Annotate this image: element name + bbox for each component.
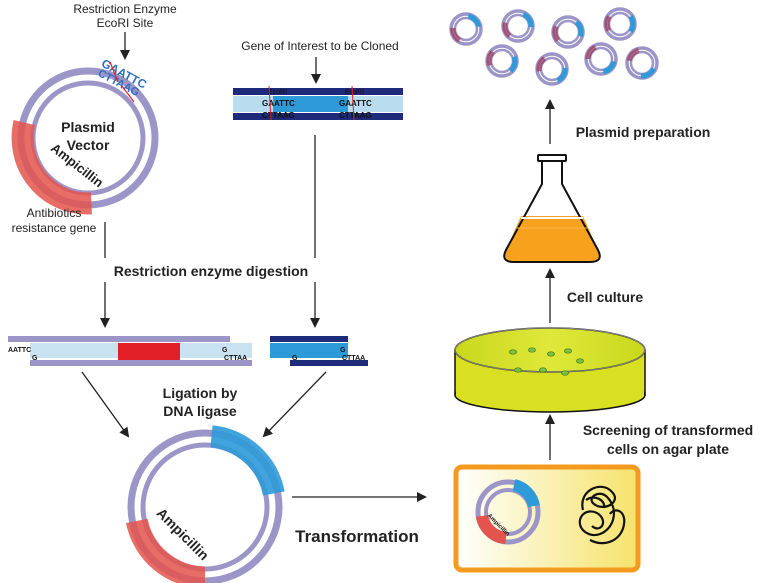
vector-sticky-right-top: G (222, 347, 228, 354)
chromosome-icon (578, 485, 626, 545)
vector-sticky-left-bottom: G (32, 355, 38, 362)
ecori-label-right: EcoRI (345, 89, 364, 96)
restriction-site-label-2: EcoRI Site (97, 16, 154, 30)
plasmid-label-2: Vector (67, 137, 110, 153)
digestion-label: Restriction enzyme digestion (114, 263, 308, 279)
gene-of-interest-dna: EcoRI EcoRI GAATTC CTTAAG GAATTC CTTAAG (233, 85, 403, 121)
ligation-label-2: DNA ligase (163, 403, 237, 419)
transformed-cell: Ampicillin (453, 464, 641, 573)
plasmid-copy (449, 12, 483, 46)
plasmid-copy (551, 15, 585, 49)
gene-site-left-top: GAATTC (262, 99, 295, 108)
plasmid-label-1: Plasmid (61, 119, 115, 135)
ligation-arrow-right (262, 371, 327, 438)
plasmid-copy (485, 44, 519, 78)
ligation-arrow-left (81, 371, 130, 438)
recombinant-plasmid: Ampicillin (126, 425, 285, 583)
plasmid-copy (584, 42, 618, 76)
vector-sticky-right-bottom: CTTAA (224, 355, 247, 362)
cell-culture-label: Cell culture (567, 289, 643, 305)
linearized-vector: AATTC G G CTTAA (8, 336, 252, 366)
agar-plate (454, 327, 646, 413)
restriction-site-label-1: Restriction Enzyme (73, 2, 177, 16)
plasmid-vector: Ampicillin Plasmid Vector GAATTC CTTAAG (11, 56, 159, 215)
transformation-label: Transformation (295, 527, 419, 546)
ecori-label-left: EcoRI (268, 89, 287, 96)
antibiotics-label-1: Antibiotics (27, 206, 82, 220)
flask (503, 154, 601, 263)
vector-sticky-left-top: AATTC (8, 347, 31, 354)
gene-site-right-top: GAATTC (339, 99, 372, 108)
plasmid-copy (501, 9, 535, 43)
screening-label-1: Screening of transformed (583, 422, 753, 438)
colonies (509, 347, 584, 376)
ampicillin-segment (11, 120, 92, 215)
insert-sticky-right-top: G (340, 347, 346, 354)
insert-sticky-right-bottom: CTTAA (342, 355, 365, 362)
purified-plasmids (449, 7, 659, 86)
antibiotics-label-2: resistance gene (12, 221, 97, 235)
screening-label-2: cells on agar plate (607, 441, 729, 457)
plasmid-preparation-label: Plasmid preparation (576, 124, 711, 140)
cut-insert: G G CTTAA (270, 336, 368, 366)
plasmid-copy (535, 52, 569, 86)
gene-site-right-bottom: CTTAAG (339, 111, 372, 120)
insert-sticky-left: G (292, 355, 298, 362)
plasmid-copy (603, 7, 637, 41)
ligation-label-1: Ligation by (163, 385, 238, 401)
gene-site-left-bottom: CTTAAG (262, 111, 295, 120)
plasmid-copy (625, 46, 659, 80)
gene-of-interest-label: Gene of Interest to be Cloned (241, 39, 398, 53)
